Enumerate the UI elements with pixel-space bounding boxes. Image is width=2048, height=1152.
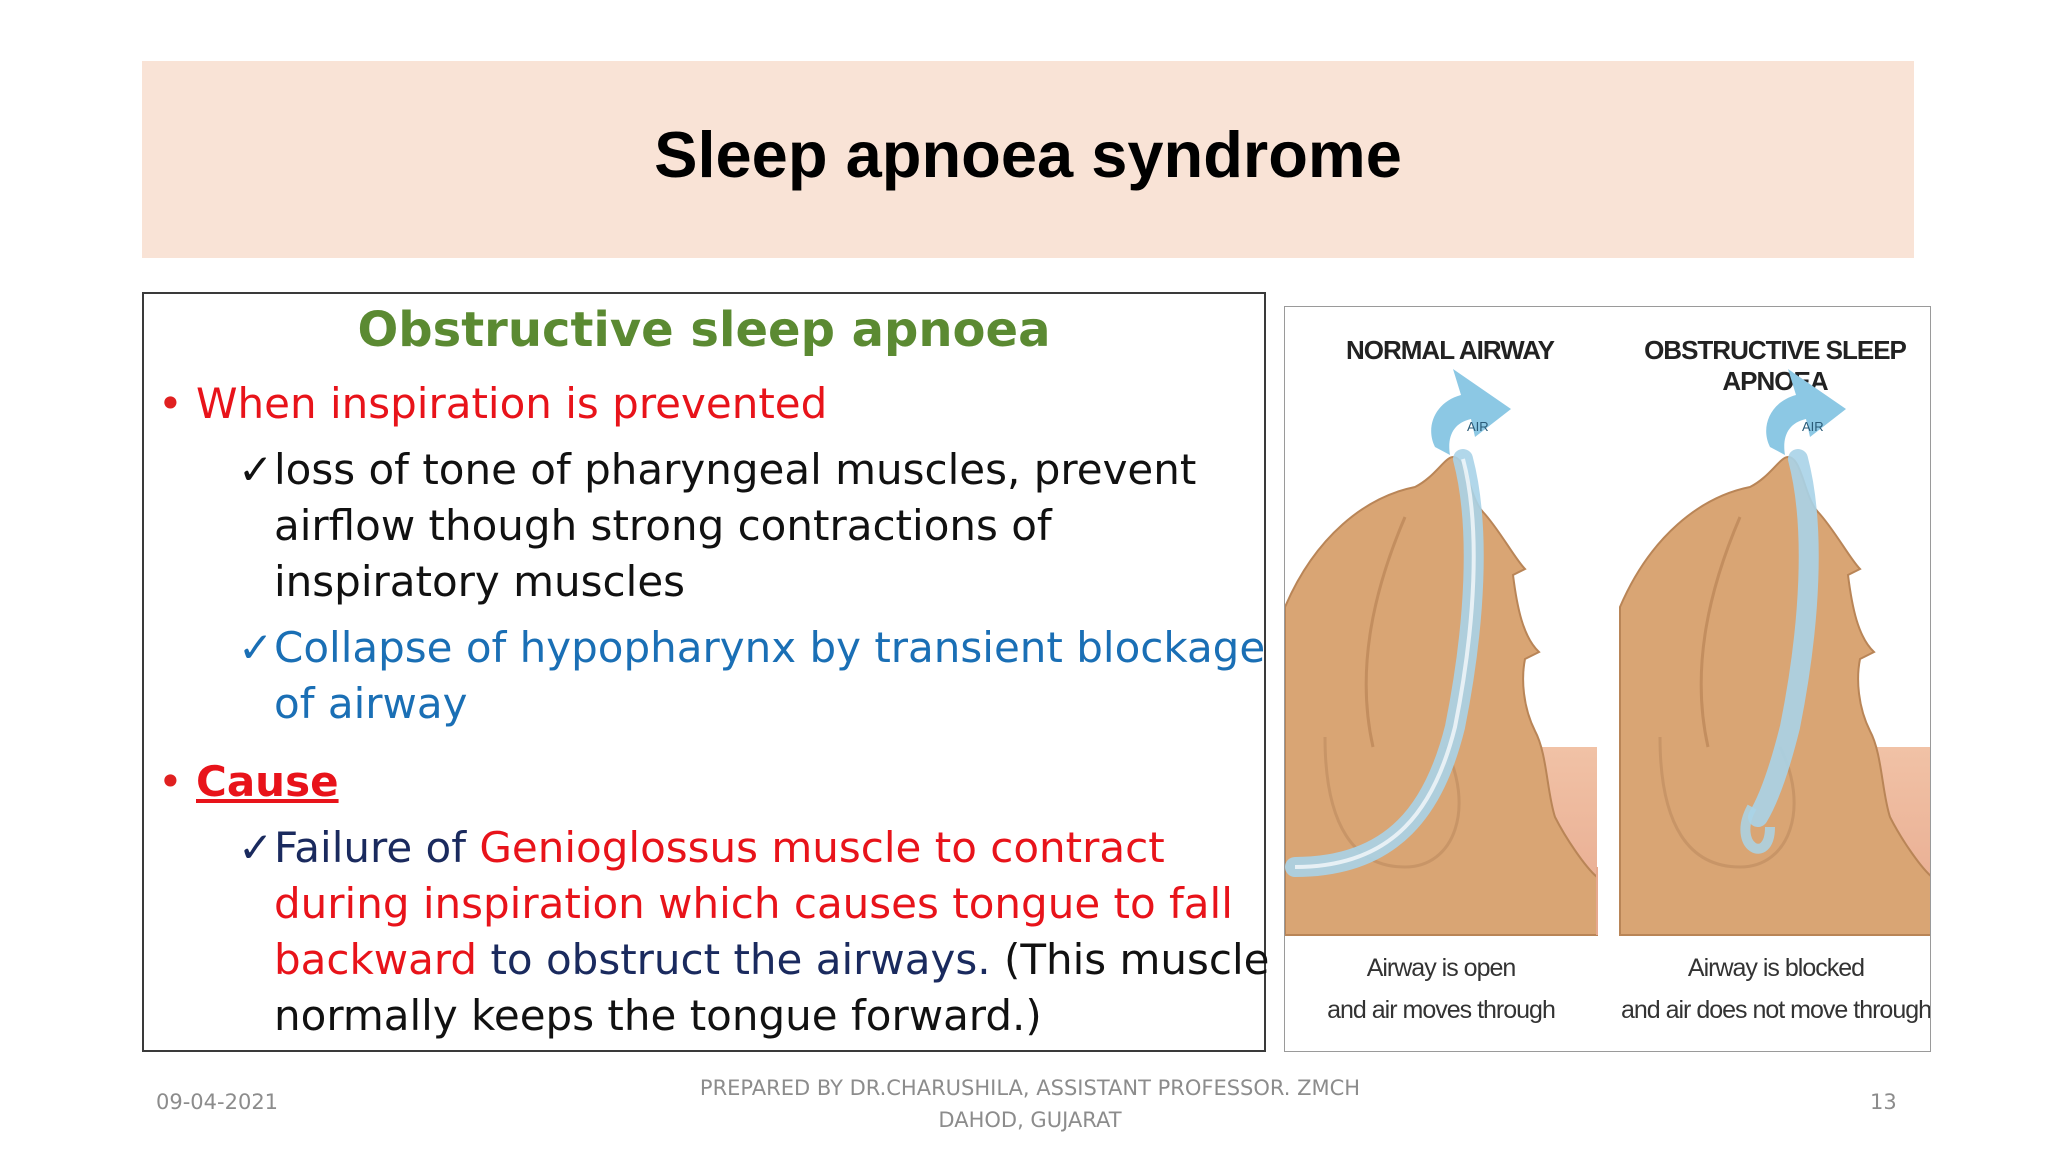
subheading: Obstructive sleep apnoea	[357, 302, 1051, 358]
sub-point-line: loss of tone of pharyngeal muscles, prev…	[274, 445, 1197, 494]
footer-page-number: 13	[1870, 1090, 1897, 1114]
sub-point-line: of airway	[274, 679, 468, 728]
normal-airway-panel: AIR	[1285, 369, 1598, 936]
head-profile	[1285, 455, 1598, 936]
osa-label: OBSTRUCTIVE SLEEP APNOEA	[1644, 335, 1907, 396]
sub-point-line: inspiratory muscles	[274, 557, 686, 606]
caption-line: and air moves through	[1327, 996, 1556, 1024]
check-icon: ✓	[238, 445, 274, 494]
text-run: backward	[274, 935, 478, 984]
sub-point-line: airflow though strong contractions of	[274, 501, 1052, 550]
footer-date: 09-04-2021	[156, 1090, 279, 1114]
sub-point-line: backward to obstruct the airways. (This …	[274, 932, 1270, 988]
text-run: Failure of	[274, 823, 480, 872]
osa-caption: Airway is blocked and air does not move …	[1620, 947, 1931, 1031]
bullet-dot: •	[158, 757, 183, 806]
collapsed-airway-path	[1740, 804, 1775, 854]
check-icon: ✓	[238, 823, 274, 872]
sub-point-line: Collapse of hypopharynx by transient blo…	[274, 623, 1266, 672]
check-icon: ✓	[238, 623, 274, 672]
air-label: AIR	[1467, 419, 1489, 434]
footer-credit: PREPARED BY DR.CHARUSHILA, ASSISTANT PRO…	[640, 1072, 1420, 1136]
footer-credit-line: DAHOD, GUJARAT	[938, 1108, 1122, 1132]
airway-highlight	[1294, 458, 1476, 869]
normal-airway-caption: Airway is open and air moves through	[1285, 947, 1597, 1031]
slide-title: Sleep apnoea syndrome	[654, 118, 1402, 191]
osa-panel: AIR	[1619, 369, 1930, 936]
text-run: (This muscle	[990, 935, 1270, 984]
sub-point-line: during inspiration which causes tongue t…	[274, 879, 1233, 928]
bullet-when-inspiration: When inspiration is prevented	[196, 379, 828, 428]
sub-point-line: Failure of Genioglossus muscle to contra…	[274, 820, 1165, 876]
caption-line: Airway is blocked	[1687, 954, 1865, 982]
sub-point-line: normally keeps the tongue forward.)	[274, 991, 1042, 1040]
head-contour	[1699, 516, 1742, 748]
bullet-dot: •	[158, 379, 183, 428]
caption-line: and air does not move through	[1620, 996, 1931, 1024]
jaw-contour	[1323, 736, 1461, 869]
footer-credit-line: PREPARED BY DR.CHARUSHILA, ASSISTANT PRO…	[699, 1076, 1361, 1100]
airway-illustration: AIR AIR	[1285, 369, 1930, 936]
normal-airway-label: NORMAL AIRWAY	[1345, 335, 1555, 365]
text-run: Genioglossus muscle to contract	[479, 823, 1165, 872]
head-profile	[1619, 455, 1930, 936]
text-run: to obstruct the airways.	[477, 935, 991, 984]
title-band: Sleep apnoea syndrome	[142, 61, 1914, 258]
air-label: AIR	[1802, 419, 1824, 434]
airway-figure: NORMAL AIRWAY OBSTRUCTIVE SLEEP APNOEA A…	[1284, 306, 1931, 1052]
air-arrow	[1431, 369, 1511, 455]
air-arrow	[1766, 369, 1846, 455]
caption-line: Airway is open	[1366, 954, 1517, 982]
content-box: Obstructive sleep apnoea • When inspirat…	[142, 292, 1270, 1052]
blocked-airway-path	[1748, 449, 1819, 827]
jaw-contour	[1658, 736, 1796, 869]
head-contour	[1364, 516, 1407, 748]
bullet-cause: Cause	[196, 757, 339, 806]
